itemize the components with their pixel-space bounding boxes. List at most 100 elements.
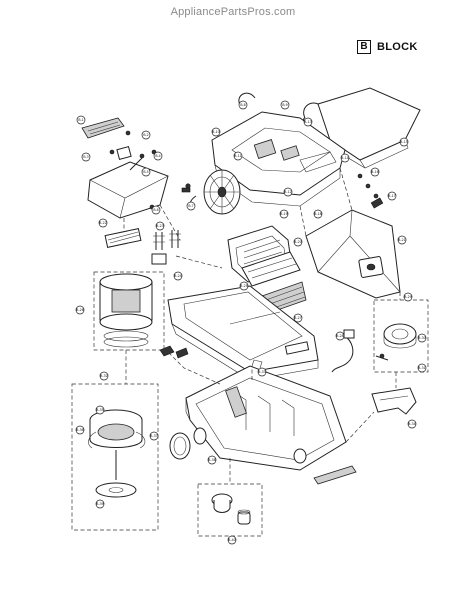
callout-marker: B-20 bbox=[293, 237, 303, 247]
svg-text:B-13: B-13 bbox=[304, 120, 311, 124]
bumper-ring-part bbox=[169, 432, 191, 460]
svg-text:B-8: B-8 bbox=[240, 103, 245, 107]
svg-text:B-25: B-25 bbox=[240, 284, 247, 288]
svg-text:B-16: B-16 bbox=[371, 170, 378, 174]
callout-marker: B-1 bbox=[76, 115, 86, 125]
callout-marker: B-6 bbox=[151, 205, 161, 215]
svg-text:B-34: B-34 bbox=[408, 422, 415, 426]
motor-assembly-part bbox=[93, 271, 165, 351]
watermark-text: AppliancePartsPros.com bbox=[170, 6, 296, 18]
svg-text:B-40: B-40 bbox=[228, 538, 235, 542]
block-label: BLOCK bbox=[377, 41, 418, 53]
callout-marker: B-16 bbox=[370, 167, 380, 177]
svg-text:B-29: B-29 bbox=[404, 295, 411, 299]
callout-marker: B-18 bbox=[313, 209, 323, 219]
block-letter-box: B bbox=[357, 40, 371, 54]
svg-text:B-33: B-33 bbox=[258, 370, 265, 374]
svg-text:B-36: B-36 bbox=[76, 428, 83, 432]
cord-plug-part bbox=[331, 329, 355, 373]
callout-marker: B-17 bbox=[387, 191, 397, 201]
svg-text:B-23: B-23 bbox=[156, 224, 163, 228]
callout-marker: B-12 bbox=[283, 187, 293, 197]
leader-lines bbox=[123, 167, 401, 484]
callout-marker: B-10 bbox=[211, 127, 221, 137]
svg-text:B-37: B-37 bbox=[150, 434, 157, 438]
svg-text:B-30: B-30 bbox=[418, 336, 425, 340]
callout-marker: B-5 bbox=[141, 167, 151, 177]
callout-marker: B-36 bbox=[75, 425, 85, 435]
svg-text:B-22: B-22 bbox=[99, 221, 106, 225]
callout-marker: B-37 bbox=[149, 431, 159, 441]
callout-marker: B-33 bbox=[257, 367, 267, 377]
svg-text:B-14: B-14 bbox=[341, 156, 348, 160]
svg-text:B-1: B-1 bbox=[78, 118, 83, 122]
bumper-strip-part bbox=[313, 465, 357, 485]
svg-text:B-17: B-17 bbox=[388, 194, 395, 198]
svg-text:B-9: B-9 bbox=[282, 103, 287, 107]
pre-filter-part bbox=[104, 228, 142, 248]
callout-marker: B-35 bbox=[95, 405, 105, 415]
svg-text:B-4: B-4 bbox=[155, 154, 160, 158]
callout-marker: B-2 bbox=[141, 130, 151, 140]
callout-marker: B-39 bbox=[95, 499, 105, 509]
callout-markers: B-1 B-2 B-3 B-4 B-5 B-6 B-7 B-8 B-9 B-10… bbox=[75, 100, 427, 545]
callout-marker: B-11 bbox=[233, 151, 243, 161]
svg-text:B-15: B-15 bbox=[400, 140, 407, 144]
callout-marker: B-34 bbox=[407, 419, 417, 429]
callout-marker: B-8 bbox=[238, 100, 248, 110]
fan-motor-part bbox=[71, 383, 159, 531]
callout-marker: B-27 bbox=[293, 313, 303, 323]
switch-housing-part bbox=[87, 146, 169, 219]
svg-text:B-20: B-20 bbox=[294, 240, 301, 244]
svg-text:B-19: B-19 bbox=[280, 212, 287, 216]
callout-marker: B-31 bbox=[417, 363, 427, 373]
callout-marker: B-38 bbox=[207, 455, 217, 465]
callout-marker: B-28 bbox=[335, 331, 345, 341]
callout-marker: B-32 bbox=[99, 371, 109, 381]
body-frame-part bbox=[167, 285, 319, 381]
caster-part bbox=[197, 483, 263, 537]
svg-text:B-12: B-12 bbox=[284, 190, 291, 194]
callout-marker: B-29 bbox=[403, 292, 413, 302]
rear-bracket-part bbox=[371, 387, 417, 415]
svg-text:B-26: B-26 bbox=[76, 308, 83, 312]
callout-marker: B-30 bbox=[417, 333, 427, 343]
callout-marker: B-14 bbox=[340, 153, 350, 163]
svg-text:B-28: B-28 bbox=[336, 334, 343, 338]
callout-marker: B-25 bbox=[239, 281, 249, 291]
svg-text:B-21: B-21 bbox=[398, 238, 405, 242]
svg-text:B-27: B-27 bbox=[294, 316, 301, 320]
handle-grip-part bbox=[81, 117, 125, 139]
svg-text:B-3: B-3 bbox=[83, 155, 88, 159]
svg-text:B-6: B-6 bbox=[153, 208, 158, 212]
svg-text:B-39: B-39 bbox=[96, 502, 103, 506]
callout-marker: B-22 bbox=[98, 218, 108, 228]
cord-reel-part bbox=[189, 169, 241, 215]
callout-marker: B-4 bbox=[153, 151, 163, 161]
callout-marker: B-24 bbox=[173, 271, 183, 281]
svg-text:B-5: B-5 bbox=[143, 170, 148, 174]
callout-marker: B-15 bbox=[399, 137, 409, 147]
clip-part bbox=[159, 345, 189, 359]
dust-bag-part bbox=[305, 209, 401, 299]
bag-holder-part bbox=[373, 299, 429, 373]
callout-marker: B-9 bbox=[280, 100, 290, 110]
svg-text:B-18: B-18 bbox=[314, 212, 321, 216]
block-title: B BLOCK bbox=[357, 40, 418, 54]
callout-marker: B-7 bbox=[186, 201, 196, 211]
svg-text:B-38: B-38 bbox=[208, 458, 215, 462]
svg-text:B-35: B-35 bbox=[96, 408, 103, 412]
callout-marker: B-23 bbox=[155, 221, 165, 231]
svg-text:B-7: B-7 bbox=[188, 204, 193, 208]
screw-parts bbox=[109, 130, 384, 210]
callout-marker: B-13 bbox=[303, 117, 313, 127]
callout-marker: B-40 bbox=[227, 535, 237, 545]
svg-text:B-32: B-32 bbox=[100, 374, 107, 378]
callout-marker: B-26 bbox=[75, 305, 85, 315]
svg-text:B-10: B-10 bbox=[212, 130, 219, 134]
svg-text:B-11: B-11 bbox=[234, 154, 241, 158]
spring-parts bbox=[151, 230, 181, 265]
main-body-part bbox=[185, 359, 347, 471]
